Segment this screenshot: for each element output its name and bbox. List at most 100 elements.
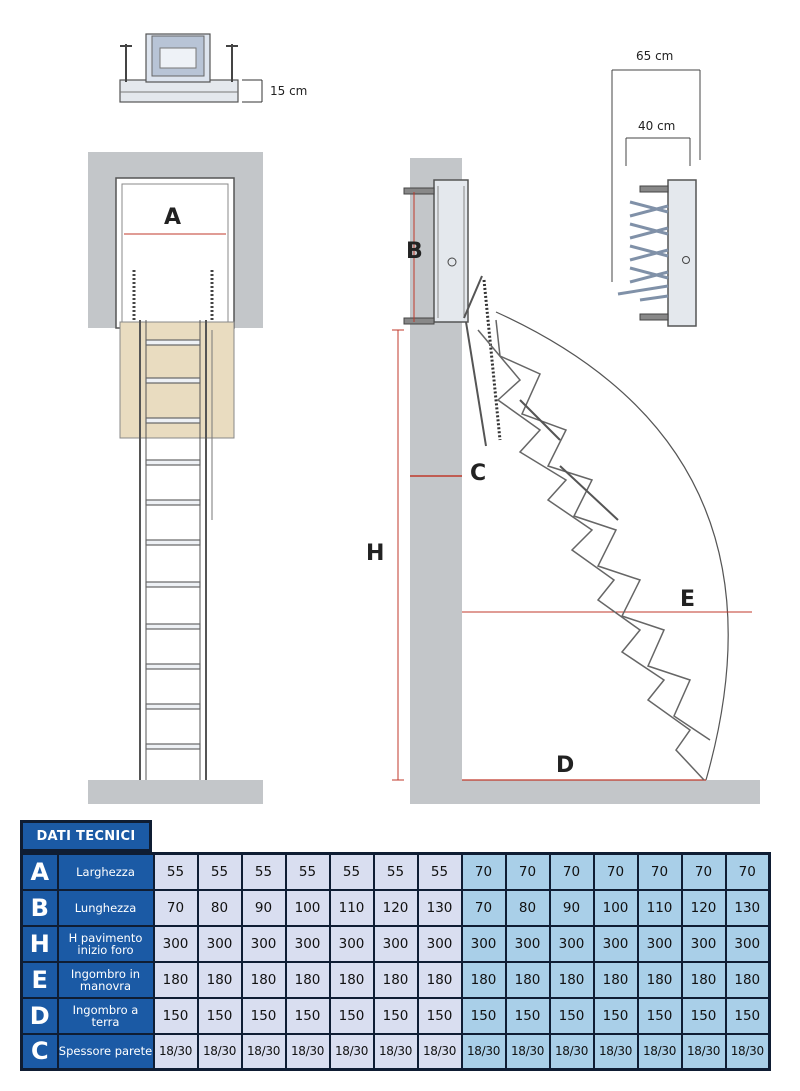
value-cell: 18/30: [416, 1032, 463, 1071]
top-view-drawing: [119, 33, 263, 103]
value-cell: 150: [680, 996, 727, 1035]
value-cell: 55: [196, 852, 243, 891]
label-C: C: [470, 461, 486, 486]
value-cell: 300: [240, 924, 287, 963]
value-cell: 150: [416, 996, 463, 1035]
value-cell: 150: [240, 996, 287, 1035]
value-cell: 300: [284, 924, 331, 963]
value-cell: 180: [636, 960, 683, 999]
label-A: A: [164, 205, 181, 230]
value-cell: 180: [548, 960, 595, 999]
value-cell: 18/30: [284, 1032, 331, 1071]
value-cell: 180: [724, 960, 771, 999]
front-view-drawing: [88, 152, 263, 804]
value-cell: 18/30: [152, 1032, 199, 1071]
value-cell: 55: [328, 852, 375, 891]
value-cell: 130: [416, 888, 463, 927]
label-D: D: [556, 753, 574, 778]
value-cell: 150: [636, 996, 683, 1035]
value-cell: 300: [548, 924, 595, 963]
value-cell: 150: [196, 996, 243, 1035]
value-cell: 18/30: [372, 1032, 419, 1071]
value-cell: 150: [724, 996, 771, 1035]
value-cell: 300: [328, 924, 375, 963]
value-cell: 150: [152, 996, 199, 1035]
value-cell: 180: [504, 960, 551, 999]
value-cell: 300: [372, 924, 419, 963]
value-cell: 18/30: [636, 1032, 683, 1071]
value-cell: 180: [460, 960, 507, 999]
row-letter: A: [20, 852, 59, 891]
top-view-height-label: 15 cm: [270, 84, 307, 98]
closed-box-drawing: [611, 69, 701, 327]
label-B: B: [406, 239, 423, 264]
overall-width-label: 65 cm: [636, 49, 673, 63]
value-cell: 150: [460, 996, 507, 1035]
row-letter: D: [20, 996, 59, 1035]
value-cell: 55: [240, 852, 287, 891]
value-cell: 180: [416, 960, 463, 999]
value-cell: 300: [196, 924, 243, 963]
value-cell: 90: [548, 888, 595, 927]
value-cell: 55: [152, 852, 199, 891]
value-cell: 300: [152, 924, 199, 963]
value-cell: 180: [680, 960, 727, 999]
value-cell: 70: [460, 852, 507, 891]
value-cell: 18/30: [548, 1032, 595, 1071]
label-E: E: [680, 587, 695, 612]
value-cell: 180: [284, 960, 331, 999]
value-cell: 150: [548, 996, 595, 1035]
value-cell: 150: [504, 996, 551, 1035]
value-cell: 18/30: [680, 1032, 727, 1071]
ladder-technical-drawing: 15 cm: [88, 33, 760, 804]
value-cell: 150: [372, 996, 419, 1035]
value-cell: 300: [504, 924, 551, 963]
value-cell: 55: [416, 852, 463, 891]
value-cell: 80: [196, 888, 243, 927]
value-cell: 150: [328, 996, 375, 1035]
value-cell: 150: [592, 996, 639, 1035]
value-cell: 70: [504, 852, 551, 891]
value-cell: 180: [240, 960, 287, 999]
value-cell: 100: [592, 888, 639, 927]
value-cell: 300: [680, 924, 727, 963]
inner-width-label: 40 cm: [638, 119, 675, 133]
value-cell: 150: [284, 996, 331, 1035]
value-cell: 300: [592, 924, 639, 963]
value-cell: 300: [636, 924, 683, 963]
value-cell: 70: [460, 888, 507, 927]
value-cell: 110: [636, 888, 683, 927]
value-cell: 180: [328, 960, 375, 999]
value-cell: 180: [592, 960, 639, 999]
value-cell: 70: [680, 852, 727, 891]
value-cell: 55: [284, 852, 331, 891]
value-cell: 100: [284, 888, 331, 927]
row-letter: E: [20, 960, 59, 999]
side-view-drawing: [392, 158, 760, 804]
value-cell: 55: [372, 852, 419, 891]
value-cell: 18/30: [240, 1032, 287, 1071]
row-description: Ingombro a terra: [56, 996, 155, 1035]
value-cell: 70: [592, 852, 639, 891]
value-cell: 70: [636, 852, 683, 891]
value-cell: 110: [328, 888, 375, 927]
value-cell: 18/30: [196, 1032, 243, 1071]
value-cell: 18/30: [724, 1032, 771, 1071]
value-cell: 120: [372, 888, 419, 927]
value-cell: 180: [372, 960, 419, 999]
row-letter: C: [20, 1032, 59, 1071]
label-H: H: [366, 541, 384, 566]
value-cell: 300: [416, 924, 463, 963]
value-cell: 18/30: [592, 1032, 639, 1071]
row-description: Spessore parete: [56, 1032, 155, 1071]
table-title: DATI TECNICI: [20, 820, 152, 852]
value-cell: 180: [152, 960, 199, 999]
value-cell: 70: [548, 852, 595, 891]
